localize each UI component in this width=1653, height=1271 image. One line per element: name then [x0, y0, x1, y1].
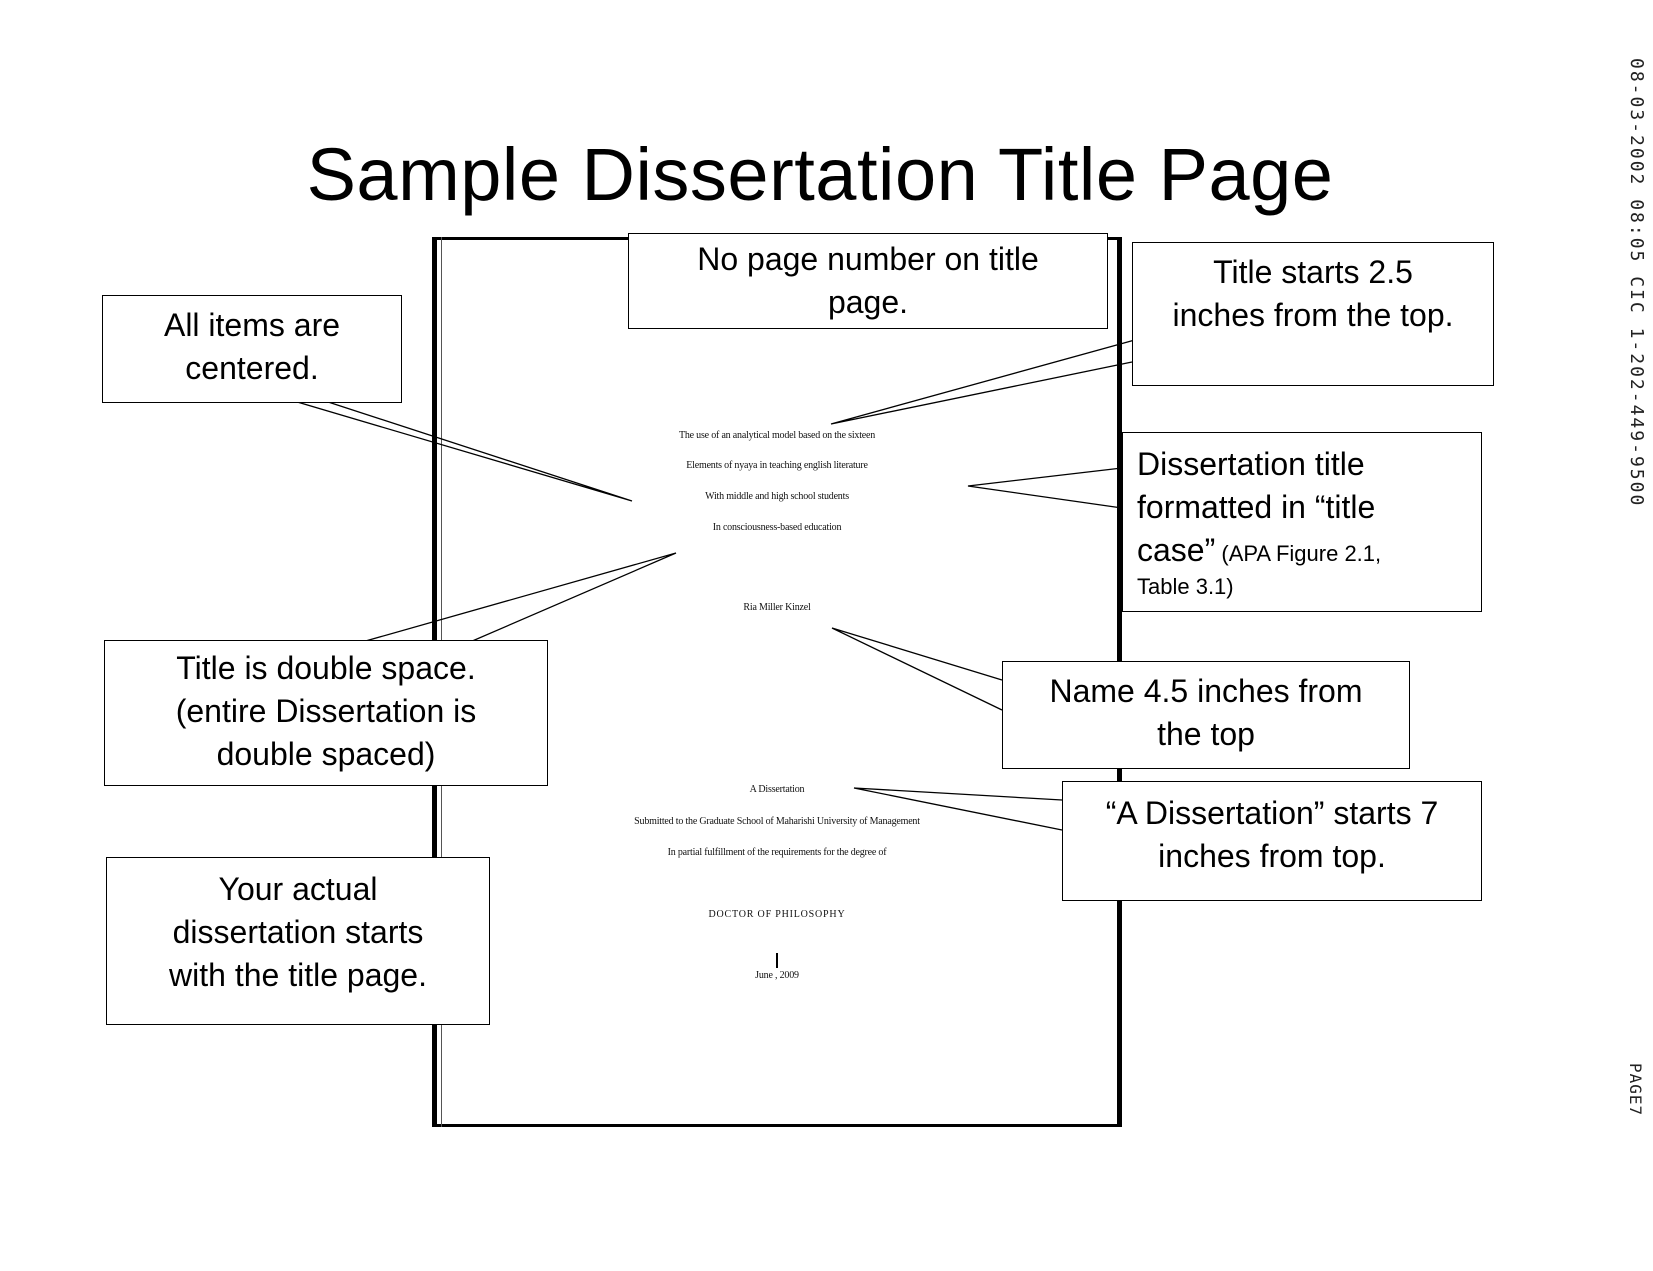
callout-title-case-line-2: formatted in “title	[1137, 489, 1376, 525]
callout-name-position-line-2: the top	[1157, 716, 1255, 752]
mock-title-line-2: Elements of nyaya in teaching english li…	[686, 460, 868, 471]
callout-title-case-line-3: case” (APA Figure 2.1,	[1137, 529, 1475, 572]
callout-title-case-word: case”	[1137, 532, 1216, 568]
callout-centered-line-2: centered.	[185, 350, 319, 386]
callout-centered-line-1: All items are	[163, 307, 341, 343]
mock-date: June , 2009	[755, 970, 799, 981]
callout-double-space: Title is double space. (entire Dissertat…	[104, 640, 548, 786]
callout-actual-start: Your actual dissertation starts with the…	[106, 857, 490, 1025]
leader-title-case	[967, 467, 1123, 509]
mock-degree: DOCTOR OF PHILOSOPHY	[708, 909, 846, 920]
callout-double-space-line-1: Title is double space.	[176, 650, 476, 686]
callout-no-page-number-line-1: No page number on title	[697, 241, 1039, 277]
fax-page-stamp: PAGE7	[1626, 1063, 1645, 1117]
leader-dissertation-starts	[853, 787, 1063, 831]
mock-title-line-3: With middle and high school students	[705, 491, 849, 502]
page-heading: Sample Dissertation Title Page	[306, 133, 1334, 216]
leader-centered	[249, 387, 633, 502]
callout-title-starts: Title starts 2.5 inches from the top.	[1132, 242, 1494, 386]
leader-name-position	[831, 627, 1003, 711]
callout-no-page-number-line-2: page.	[827, 284, 909, 320]
callout-dissertation-starts-line-2: inches from top.	[1158, 838, 1386, 874]
callout-actual-start-line-2: dissertation starts	[172, 914, 424, 950]
callout-name-position: Name 4.5 inches from the top	[1002, 661, 1410, 769]
callout-title-case: Dissertation title formatted in “title c…	[1122, 432, 1482, 612]
fax-header-stamp: 08-03-2002 08:05 CIC 1-202-449-9500	[1626, 58, 1647, 508]
callout-no-page-number: No page number on title page.	[628, 233, 1108, 329]
mock-submission-line-2: In partial fulfillment of the requiremen…	[667, 847, 887, 858]
callout-actual-start-line-3: with the title page.	[169, 957, 427, 993]
callout-title-case-note: (APA Figure 2.1,	[1215, 541, 1382, 566]
callout-dissertation-starts-line-1: “A Dissertation” starts 7	[1105, 795, 1439, 831]
callout-double-space-line-2: (entire Dissertation is	[175, 693, 477, 729]
callout-actual-start-line-1: Your actual	[218, 871, 378, 907]
callout-name-position-line-1: Name 4.5 inches from	[1049, 673, 1363, 709]
mock-title-line-4: In consciousness-based education	[712, 522, 842, 533]
leader-double-space	[361, 552, 677, 643]
callout-title-case-line-1: Dissertation title	[1137, 446, 1365, 482]
callout-centered: All items are centered.	[102, 295, 402, 403]
mock-submission-line-1: Submitted to the Graduate School of Maha…	[634, 816, 920, 827]
callout-title-starts-line-2: inches from the top.	[1172, 297, 1454, 333]
mock-title-line-1: The use of an analytical model based on …	[678, 430, 876, 441]
mock-author: Ria Miller Kinzel	[743, 602, 811, 613]
callout-title-starts-line-1: Title starts 2.5	[1213, 254, 1413, 290]
mock-designation: A Dissertation	[749, 784, 805, 795]
callout-dissertation-starts: “A Dissertation” starts 7 inches from to…	[1062, 781, 1482, 901]
leader-title-starts	[830, 337, 1143, 425]
callout-double-space-line-3: double spaced)	[216, 736, 436, 772]
callout-title-case-note-2: Table 3.1)	[1137, 574, 1234, 599]
